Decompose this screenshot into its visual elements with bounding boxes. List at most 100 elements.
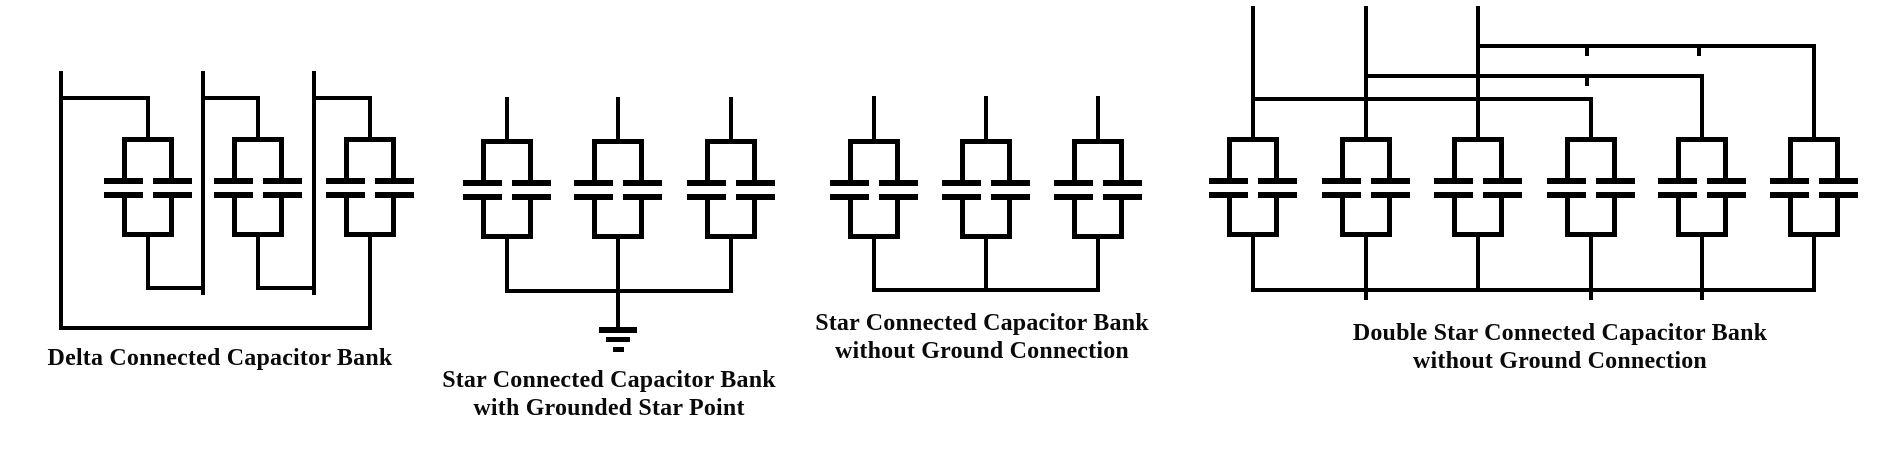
capacitor-box-edge xyxy=(1072,139,1077,183)
wire xyxy=(505,97,509,143)
capacitor-box-edge xyxy=(528,197,533,239)
capacitor-box-top xyxy=(1452,137,1504,142)
capacitor-box-edge xyxy=(848,139,853,183)
capacitor-box-edge xyxy=(169,137,174,181)
capacitor-plate xyxy=(687,180,726,186)
wire xyxy=(368,96,372,141)
capacitor-box-edge xyxy=(1676,195,1681,237)
caption-line: Star Connected Capacitor Bank xyxy=(815,310,1149,336)
capacitor-plate xyxy=(942,180,981,186)
capacitor-box-edge xyxy=(122,195,127,237)
capacitor-plate xyxy=(1770,178,1809,184)
wire xyxy=(872,288,1100,292)
capacitor-box-top xyxy=(1340,137,1392,142)
capacitor-box-edge xyxy=(1387,137,1392,181)
wire xyxy=(1251,288,1816,292)
wire xyxy=(256,286,316,290)
capacitor-box-bottom xyxy=(1565,232,1617,237)
capacitor-plate xyxy=(623,180,662,186)
capacitor-box-bottom xyxy=(960,234,1012,239)
capacitor-plate xyxy=(1819,178,1858,184)
capacitor-box-edge xyxy=(1788,137,1793,181)
capacitor-box-edge xyxy=(1340,137,1345,181)
caption-line: Double Star Connected Capacitor Bank xyxy=(1352,320,1768,346)
capacitor-box-top xyxy=(232,137,284,142)
capacitor-unit xyxy=(104,137,192,237)
capacitor-box-edge xyxy=(895,197,900,239)
capacitor-plate xyxy=(1258,178,1297,184)
capacitor-plate xyxy=(1322,178,1361,184)
capacitor-box-bottom xyxy=(344,232,396,237)
wire xyxy=(1364,235,1368,300)
capacitor-box-top xyxy=(705,139,757,144)
wire xyxy=(872,237,876,292)
capacitor-box-edge xyxy=(122,137,127,181)
capacitor-box-edge xyxy=(960,197,965,239)
capacitor-box-edge xyxy=(1227,137,1232,181)
wire xyxy=(1812,235,1816,292)
capacitor-box-edge xyxy=(1788,195,1793,237)
capacitor-plate xyxy=(1371,178,1410,184)
capacitor-box-edge xyxy=(639,139,644,183)
capacitor-box-top xyxy=(1676,137,1728,142)
capacitor-box-top xyxy=(848,139,900,144)
capacitor-box-bottom xyxy=(1788,232,1840,237)
wire xyxy=(1697,44,1701,56)
capacitor-box-edge xyxy=(1612,195,1617,237)
capacitor-box-edge xyxy=(232,137,237,181)
capacitor-box-bottom xyxy=(592,234,644,239)
caption-line: without Ground Connection xyxy=(1413,348,1707,374)
capacitor-box-bottom xyxy=(848,234,900,239)
capacitor-box-edge xyxy=(1274,195,1279,237)
capacitor-box-top xyxy=(1788,137,1840,142)
capacitor-box-edge xyxy=(481,197,486,239)
capacitor-box-edge xyxy=(1499,195,1504,237)
wire xyxy=(146,96,150,141)
wire xyxy=(616,97,620,143)
capacitor-plate xyxy=(1547,178,1586,184)
capacitor-box-bottom xyxy=(122,232,174,237)
caption-delta-connected: Delta Connected Capacitor Bank xyxy=(48,344,393,372)
wire xyxy=(729,97,733,143)
wire xyxy=(146,286,205,290)
capacitor-box-top xyxy=(344,137,396,142)
wire xyxy=(1589,235,1593,300)
capacitor-plate xyxy=(214,178,253,184)
wire xyxy=(146,235,150,290)
capacitor-box-top xyxy=(1227,137,1279,142)
capacitor-box-top xyxy=(960,139,1012,144)
capacitor-box-top xyxy=(481,139,533,144)
capacitor-box-bottom xyxy=(1072,234,1124,239)
capacitor-box-edge xyxy=(1499,137,1504,181)
capacitor-box-edge xyxy=(1835,137,1840,181)
capacitor-box-edge xyxy=(344,195,349,237)
wire xyxy=(984,237,988,292)
capacitor-box-edge xyxy=(752,197,757,239)
capacitor-box-edge xyxy=(752,139,757,183)
capacitor-unit xyxy=(326,137,414,237)
capacitor-box-edge xyxy=(1452,137,1457,181)
capacitor-box-bottom xyxy=(1676,232,1728,237)
capacitor-box-top xyxy=(122,137,174,142)
capacitor-box-top xyxy=(1072,139,1124,144)
capacitor-box-edge xyxy=(1612,137,1617,181)
capacitor-box-edge xyxy=(169,195,174,237)
wire xyxy=(984,96,988,143)
capacitor-unit xyxy=(942,139,1030,239)
capacitor-plate xyxy=(991,180,1030,186)
caption-line: with Grounded Star Point xyxy=(473,395,745,421)
capacitor-box-edge xyxy=(1274,137,1279,181)
wire xyxy=(1096,96,1100,143)
capacitor-box-edge xyxy=(592,197,597,239)
capacitor-unit xyxy=(1209,137,1297,237)
wire xyxy=(1364,74,1704,78)
wire xyxy=(1096,237,1100,292)
capacitor-plate xyxy=(1707,178,1746,184)
capacitor-box-edge xyxy=(639,197,644,239)
caption-double-star: Double Star Connected Capacitor Bank wit… xyxy=(1353,319,1767,375)
capacitor-box-edge xyxy=(391,195,396,237)
wire xyxy=(729,237,733,293)
